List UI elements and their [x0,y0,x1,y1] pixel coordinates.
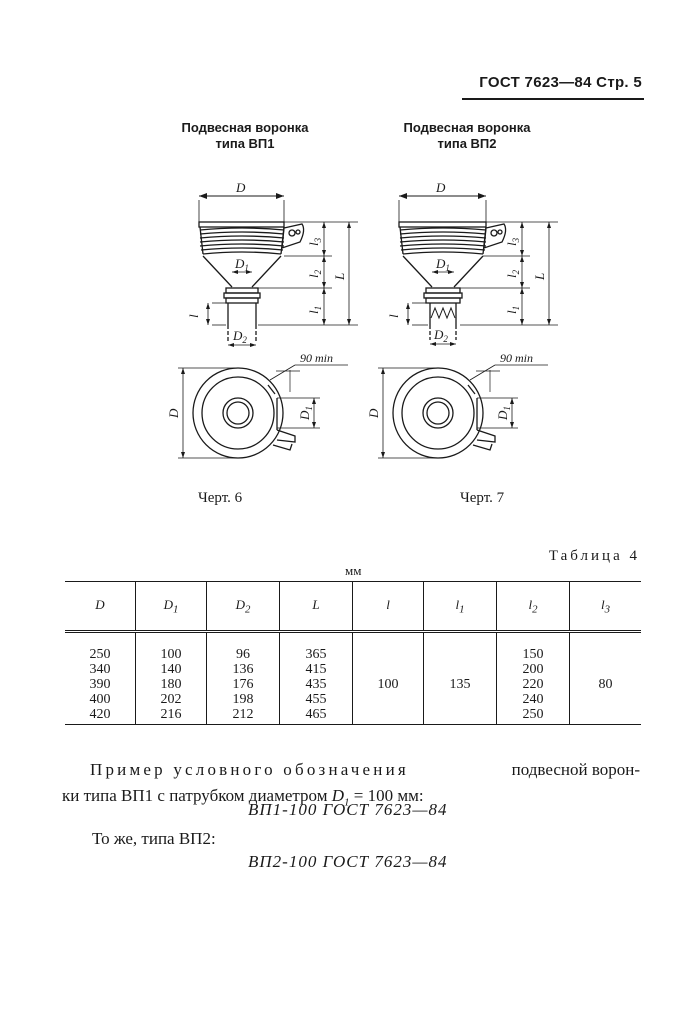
figure-title-line: Подвесная воронка [403,120,531,135]
col-header-l3: l3 [569,581,641,633]
dim-label-l1: l1 [306,306,323,314]
dim-label-D: D [435,180,446,195]
dim-label-l: l [386,314,401,318]
figure-title-line: типа ВП2 [437,136,497,151]
example-line2-value: = 100 мм: [353,786,424,805]
col-header-l1: l1 [423,581,497,633]
dim-label-L: L [532,273,547,281]
dim-label-90min: 90 min [500,351,533,365]
dim-label-D2: D2 [232,328,247,345]
example-line-1: Пример условного обозначения подвесной в… [90,757,640,783]
figure-title-line: Подвесная воронка [181,120,309,135]
dim-label-D-top: D [366,408,381,419]
dim-label-l1: l1 [504,306,521,314]
example-line-2: ки типа ВП1 с патрубком диаметром D1 = 1… [62,783,642,815]
dim-label-l: l [186,314,201,318]
vp2-top-view [378,364,548,459]
dim-label-D1-top: D1 [495,406,512,421]
technical-drawings: D D1 D2 l l3 l2 l1 L 90 min D1 D D D1 D2… [166,180,558,459]
col-header-l: l [352,581,424,633]
dim-label-l3: l3 [504,237,521,246]
figure-title-line: типа ВП1 [215,136,275,151]
dim-label-D1: D1 [435,256,450,273]
dim-label-D: D [235,180,246,195]
dim-label-D1: D1 [234,256,249,273]
dim-label-D-top: D [166,408,181,419]
figure-caption-7: Черт. 7 [460,490,505,506]
vp1-side-view [198,193,358,347]
designation-vp2: ВП2-100 ГОСТ 7623—84 [248,852,448,871]
example-line2-text: ки типа ВП1 с патрубком диаметром [62,786,328,805]
figure-title-vp2: Подвесная воронка типа ВП2 [372,120,562,152]
cell-l3: 80 [569,631,641,725]
example-symbol: D1 [331,786,350,809]
table-header-row: D D1 D2 L l l1 l2 l3 [65,581,641,633]
example-line1-rest: подвесной ворон- [511,760,640,779]
figure-title-vp1: Подвесная воронка типа ВП1 [150,120,340,152]
header-rule [462,98,644,100]
example-paragraph: Пример условного обозначения подвесной в… [90,757,640,783]
table-label: Таблица 4 [548,548,640,564]
cell-l1: 135 [423,631,497,725]
dim-label-D2: D2 [433,327,448,344]
same-type-text: То же, типа ВП2: [92,829,216,848]
dim-label-D1-top: D1 [297,406,314,421]
figure-caption-6: Черт. 6 [198,490,243,506]
dim-label-l3: l3 [306,237,323,246]
table-units: мм [345,563,362,578]
page-header: ГОСТ 7623—84 Стр. 5 [479,74,642,91]
vp2-side-view [398,193,558,346]
vp1-top-view [178,364,348,459]
col-header-L: L [279,581,353,633]
example-lead: Пример условного обозначения [90,760,409,779]
dim-label-L: L [332,273,347,281]
col-header-D1: D1 [135,581,207,633]
dim-label-l2: l2 [504,269,521,278]
dim-label-l2: l2 [306,269,323,278]
designation-vp1: ВП1-100 ГОСТ 7623—84 [248,800,448,819]
dim-label-90min: 90 min [300,351,333,365]
cell-l: 100 [352,631,424,725]
col-header-D: D [65,581,136,633]
col-header-l2: l2 [496,581,570,633]
col-header-D2: D2 [206,581,280,633]
